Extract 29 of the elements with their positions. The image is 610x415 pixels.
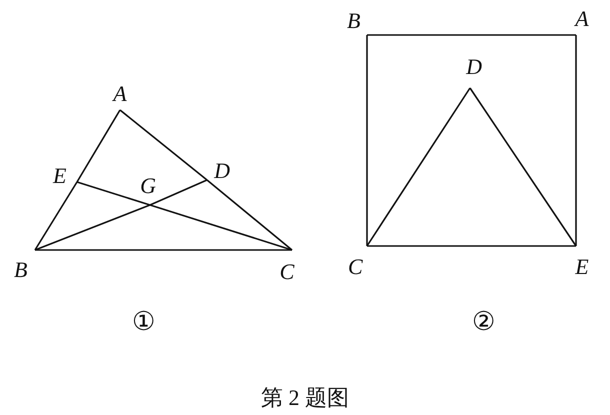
- vertex-label: G: [141, 176, 155, 205]
- vertex-label: E: [575, 246, 589, 277]
- line-segment: [469, 88, 577, 246]
- vertex-label: D: [467, 57, 481, 88]
- line-segment: [367, 34, 576, 36]
- line-segment: [76, 181, 150, 206]
- line-segment: [150, 204, 292, 251]
- vertex-label: A: [575, 9, 589, 35]
- vertex-label: C: [348, 246, 367, 277]
- line-segment: [120, 109, 208, 181]
- vertex-label: A: [113, 84, 127, 110]
- figure-caption: 第 2 题图: [260, 384, 350, 412]
- vertex-label: B: [347, 11, 367, 35]
- line-segment: [150, 179, 208, 206]
- line-segment: [367, 245, 576, 247]
- vertex-label: D: [207, 161, 230, 181]
- line-segment: [34, 204, 150, 251]
- line-segment: [206, 179, 292, 251]
- vertex-label: E: [53, 166, 77, 186]
- vertex-label: B: [14, 250, 35, 280]
- figure-number: ②: [472, 308, 495, 336]
- line-segment: [35, 249, 292, 251]
- figure-number: ①: [132, 308, 155, 336]
- line-segment: [575, 35, 577, 246]
- line-segment: [34, 182, 78, 250]
- line-segment: [366, 35, 368, 246]
- vertex-label: C: [280, 250, 294, 282]
- line-segment: [76, 110, 121, 182]
- line-segment: [366, 88, 471, 246]
